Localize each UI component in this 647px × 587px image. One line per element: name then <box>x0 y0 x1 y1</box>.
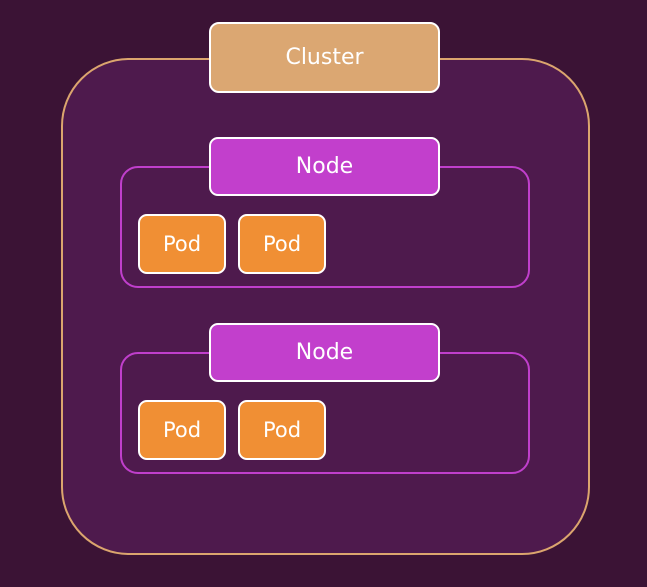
cluster-container <box>61 58 590 555</box>
pod: Pod <box>238 214 326 274</box>
node-label: Node <box>209 137 440 196</box>
cluster-label: Cluster <box>209 22 440 93</box>
node-label: Node <box>209 323 440 382</box>
pod: Pod <box>138 214 226 274</box>
pod: Pod <box>138 400 226 460</box>
pod: Pod <box>238 400 326 460</box>
